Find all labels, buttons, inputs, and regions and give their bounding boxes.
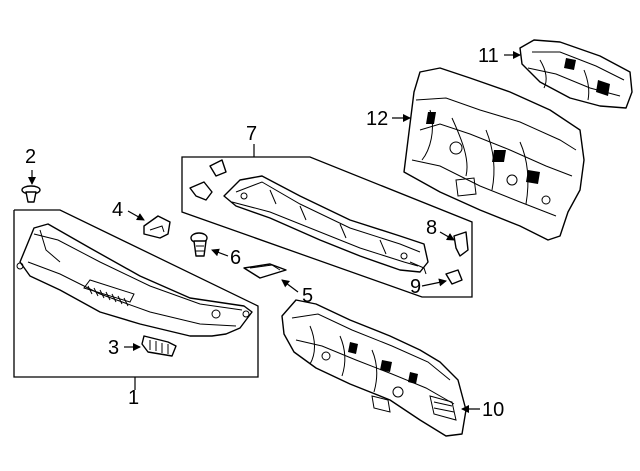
- part-insulator-12: [403, 67, 585, 241]
- callout-12: 12: [366, 108, 388, 130]
- callout-10: 10: [482, 399, 504, 421]
- leader-arrow-9: [421, 278, 447, 287]
- part-insulator-11: [519, 39, 633, 109]
- callout-7: 7: [246, 123, 257, 145]
- callout-5: 5: [302, 285, 313, 307]
- part-bracket-8: [453, 231, 469, 257]
- part-cowl-top: [16, 223, 253, 337]
- callout-6: 6: [230, 247, 241, 269]
- group-frame-7: [181, 156, 473, 298]
- group-frame-1: [13, 209, 259, 378]
- part-cowl-lower: [223, 175, 429, 275]
- part-clip-6: [190, 232, 208, 257]
- callout-1: 1: [128, 387, 139, 409]
- callout-4: 4: [112, 199, 123, 221]
- cowl-grille-slots: [87, 285, 129, 307]
- leader-arrow-8: [439, 231, 455, 241]
- callout-8: 8: [426, 217, 437, 239]
- part-pad-5: [243, 263, 287, 279]
- leader-arrow-4: [127, 210, 145, 221]
- part-bracket-4: [143, 215, 171, 239]
- part-dashboard-10: [281, 299, 467, 437]
- callout-2: 2: [25, 146, 36, 168]
- part-bracket-7a: [189, 159, 227, 201]
- part-clip-3: [141, 335, 177, 357]
- leader-arrow-6: [211, 248, 229, 257]
- callout-11: 11: [478, 45, 499, 67]
- part-push-clip-2: [21, 170, 41, 203]
- leader-arrow-5: [281, 279, 299, 293]
- callout-9: 9: [410, 276, 421, 298]
- part-clip-9: [445, 269, 463, 285]
- callout-3: 3: [108, 337, 119, 359]
